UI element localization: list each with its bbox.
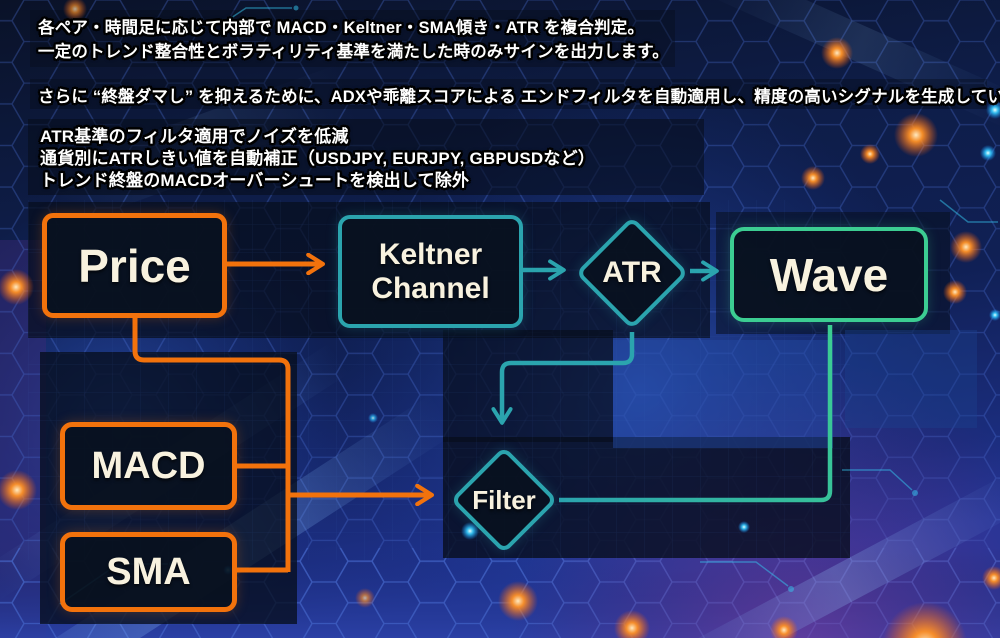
node-macd-label: MACD (91, 444, 206, 487)
node-keltner-label-line1: Keltner (378, 237, 483, 271)
intro-line-2: 一定のトレンド整合性とボラティリティ基準を満たした時のみサインを出力します。 (38, 43, 669, 61)
node-price: Price (42, 213, 227, 318)
feature-line-1: ATR基準のフィルタ適用でノイズを低減 (40, 127, 349, 146)
node-keltner-channel: Keltner Channel (338, 215, 523, 328)
feature-line-2: 通貨別にATRしきい値を自動補正（USDJPY, EURJPY, GBPUSDな… (40, 149, 595, 168)
node-macd: MACD (60, 422, 237, 510)
intro-line-1: 各ペア・時間足に応じて内部で MACD・Keltner・SMA傾き・ATR を複… (38, 19, 645, 37)
node-wave-label: Wave (769, 248, 889, 301)
node-filter-label: Filter (472, 484, 536, 515)
node-atr-label: ATR (602, 256, 662, 289)
node-sma-label: SMA (106, 550, 191, 593)
connector-filter-to-wave (559, 325, 833, 503)
node-wave: Wave (730, 227, 928, 322)
node-price-label: Price (78, 239, 191, 292)
intro-line-3: さらに “終盤ダマし” を抑えるために、ADXや乖離スコアによる エンドフィルタ… (38, 88, 1000, 106)
feature-line-3: トレンド終盤のMACDオーバーシュートを検出して除外 (40, 171, 470, 190)
flow-connectors (132, 264, 833, 573)
connector-atr-to-filter (502, 332, 635, 422)
connector-price-down-branch (132, 316, 291, 572)
node-sma: SMA (60, 532, 237, 612)
node-keltner-label-line2: Channel (371, 271, 490, 305)
